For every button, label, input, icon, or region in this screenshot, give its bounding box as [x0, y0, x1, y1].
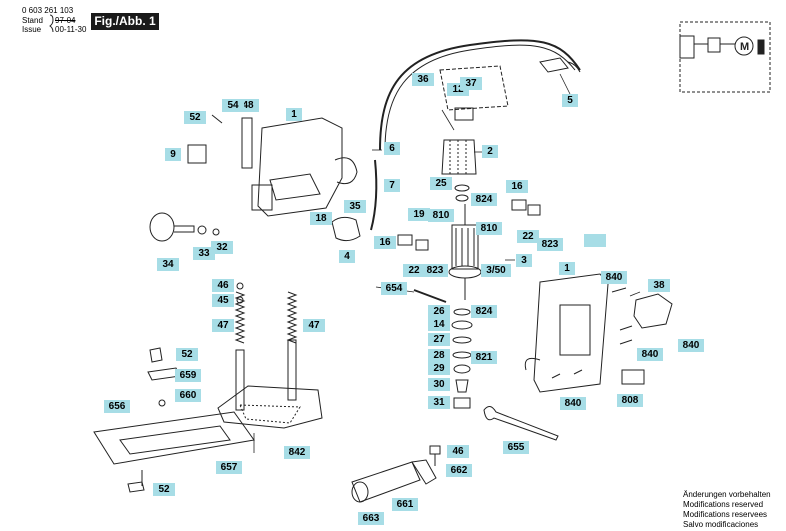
callout-663: 663 [358, 512, 384, 525]
callout-810b: 810 [476, 222, 502, 235]
stand-old-value: 97-04 [55, 16, 76, 25]
figure-label: Fig./Abb. 1 [91, 13, 159, 30]
callout-3-50: 3/50 [481, 264, 511, 277]
callout-19: 19 [408, 208, 430, 221]
callout-821: 821 [471, 351, 497, 364]
callout-27: 27 [428, 333, 450, 346]
wiring-schematic [679, 21, 771, 93]
callout-808: 808 [617, 394, 643, 407]
callout-37: 37 [460, 77, 482, 90]
callout-824b: 824 [471, 305, 497, 318]
callout-36: 36 [412, 73, 434, 86]
callout-32: 32 [211, 241, 233, 254]
callout-662: 662 [446, 464, 472, 477]
callout-29: 29 [428, 362, 450, 375]
callout-33: 33 [193, 247, 215, 260]
callout-4: 4 [339, 250, 355, 263]
callout-28: 28 [428, 349, 450, 362]
callout-842: 842 [284, 446, 310, 459]
footer-line-4: Salvo modificaciones [683, 520, 759, 529]
callout-1: 1 [286, 108, 302, 121]
callout-840d: 840 [560, 397, 586, 410]
callout-659: 659 [175, 369, 201, 382]
callout-26: 26 [428, 305, 450, 318]
callout-22b: 22 [403, 264, 425, 277]
callout-3: 3 [516, 254, 532, 267]
callout-18: 18 [310, 212, 332, 225]
callout-16a: 16 [506, 180, 528, 193]
callout-656: 656 [104, 400, 130, 413]
stand-label: Stand [22, 16, 43, 25]
motor-symbol: M [740, 41, 749, 53]
callout-52b: 52 [176, 348, 198, 361]
callout-30: 30 [428, 378, 450, 391]
callout-655: 655 [503, 441, 529, 454]
callout-5: 5 [562, 94, 578, 107]
callout-52a: 52 [184, 111, 206, 124]
issue-value: 00-11-30 [55, 25, 87, 34]
callout-840a: 840 [601, 271, 627, 284]
callout-47b: 47 [303, 319, 325, 332]
callout-1b: 1 [559, 262, 575, 275]
color-swatch [584, 234, 606, 247]
callout-47a: 47 [212, 319, 234, 332]
callout-46b: 46 [447, 445, 469, 458]
callout-654: 654 [381, 282, 407, 295]
callout-45: 45 [212, 294, 234, 307]
footer-line-2: Modifications reserved [683, 500, 764, 509]
callout-2: 2 [482, 145, 498, 158]
callout-840c: 840 [678, 339, 704, 352]
callout-35: 35 [344, 200, 366, 213]
callout-6: 6 [384, 142, 400, 155]
callout-823a: 823 [537, 238, 563, 251]
callout-46a: 46 [212, 279, 234, 292]
callout-657: 657 [216, 461, 242, 474]
part-number: 0 603 261 103 [22, 6, 74, 15]
callout-9: 9 [165, 148, 181, 161]
callout-16b: 16 [374, 236, 396, 249]
callout-52c: 52 [153, 483, 175, 496]
callout-810a: 810 [428, 209, 454, 222]
callout-824a: 824 [471, 193, 497, 206]
callout-22a: 22 [517, 230, 539, 243]
callout-7: 7 [384, 179, 400, 192]
callout-38: 38 [648, 279, 670, 292]
callout-823b: 823 [422, 264, 448, 277]
callout-34: 34 [157, 258, 179, 271]
callout-661: 661 [392, 498, 418, 511]
callout-31: 31 [428, 396, 450, 409]
footer-line-3: Modifications reservees [683, 510, 768, 519]
callout-14: 14 [428, 318, 450, 331]
callout-54: 54 [222, 99, 244, 112]
callout-25: 25 [430, 177, 452, 190]
callout-840b: 840 [637, 348, 663, 361]
footer-line-1: Änderungen vorbehalten [683, 490, 771, 499]
issue-label: Issue [22, 25, 42, 34]
callout-660: 660 [175, 389, 201, 402]
